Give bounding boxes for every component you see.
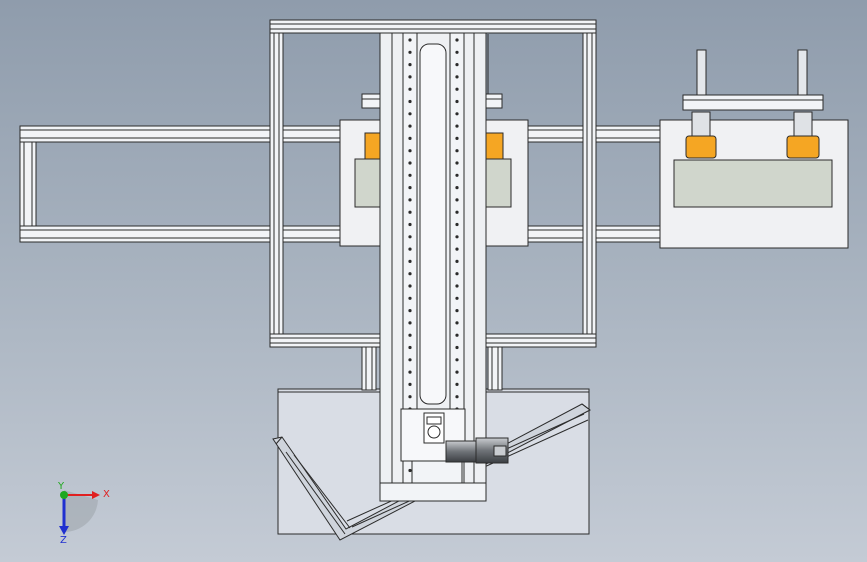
gantry-frame: [269, 19, 597, 391]
rail-hole: [455, 63, 459, 67]
rail-hole: [455, 395, 459, 399]
rail-hole: [455, 87, 459, 91]
vertical-linear-axis: [379, 32, 487, 502]
rail-hole: [455, 186, 459, 190]
rail-hole: [455, 247, 459, 251]
rail-hole: [455, 358, 459, 362]
rail-hole: [455, 296, 459, 300]
x-axis-label: X: [103, 489, 110, 500]
rail-hole: [455, 161, 459, 165]
rail-hole: [408, 321, 412, 325]
rail-hole: [455, 136, 459, 140]
rail-hole: [455, 321, 459, 325]
rail-hole: [455, 309, 459, 313]
rail-hole: [408, 468, 412, 473]
rail-hole: [455, 333, 459, 337]
coordinate-triad: X Y Z: [57, 481, 110, 546]
rail-hole: [455, 38, 459, 42]
rail-hole: [408, 309, 412, 313]
rail-hole: [455, 382, 459, 386]
rail-hole: [408, 333, 412, 337]
rail-hole: [455, 198, 459, 202]
rail-hole: [408, 149, 412, 153]
rail-hole: [455, 259, 459, 263]
rail-hole: [408, 284, 412, 288]
y-axis-marker: [60, 491, 68, 499]
rail-hole: [408, 345, 412, 350]
rail-hole: [408, 38, 412, 42]
z-axis-label: Z: [60, 535, 67, 546]
rail-hole: [408, 210, 412, 214]
press-station-right: [659, 49, 849, 249]
rail-hole: [455, 235, 459, 239]
rail-hole: [455, 284, 459, 288]
rail-hole: [455, 370, 459, 374]
rail-hole: [408, 112, 412, 116]
rail-hole: [455, 99, 459, 104]
rail-hole: [408, 50, 412, 54]
rail-hole: [408, 198, 412, 202]
y-axis-label: Y: [57, 481, 65, 492]
rail-hole: [455, 50, 459, 54]
rail-hole: [408, 296, 412, 300]
rail-hole: [455, 75, 459, 79]
rail-hole: [408, 161, 412, 165]
rail-hole: [408, 173, 412, 177]
rail-hole: [408, 395, 412, 399]
rail-hole: [408, 272, 412, 276]
rail-hole: [455, 124, 459, 128]
rail-hole: [455, 272, 459, 276]
servo-motor[interactable]: [445, 437, 509, 464]
rail-hole: [408, 382, 412, 386]
rail-hole: [408, 99, 412, 104]
rail-hole: [455, 149, 459, 153]
rail-hole: [408, 186, 412, 190]
rail-hole: [408, 124, 412, 128]
rail-hole: [455, 112, 459, 116]
rail-hole: [455, 173, 459, 177]
rail-hole: [408, 63, 412, 67]
rail-hole: [455, 345, 459, 350]
rail-hole: [408, 370, 412, 374]
rail-hole: [408, 235, 412, 239]
rail-hole: [408, 136, 412, 140]
rail-hole: [455, 222, 459, 227]
rail-hole: [408, 259, 412, 263]
rail-hole: [408, 75, 412, 79]
axis-carriage[interactable]: [400, 408, 466, 484]
rail-hole: [408, 247, 412, 251]
rail-hole: [455, 210, 459, 214]
rail-hole: [408, 87, 412, 91]
rail-hole: [408, 222, 412, 227]
rail-hole: [408, 358, 412, 362]
